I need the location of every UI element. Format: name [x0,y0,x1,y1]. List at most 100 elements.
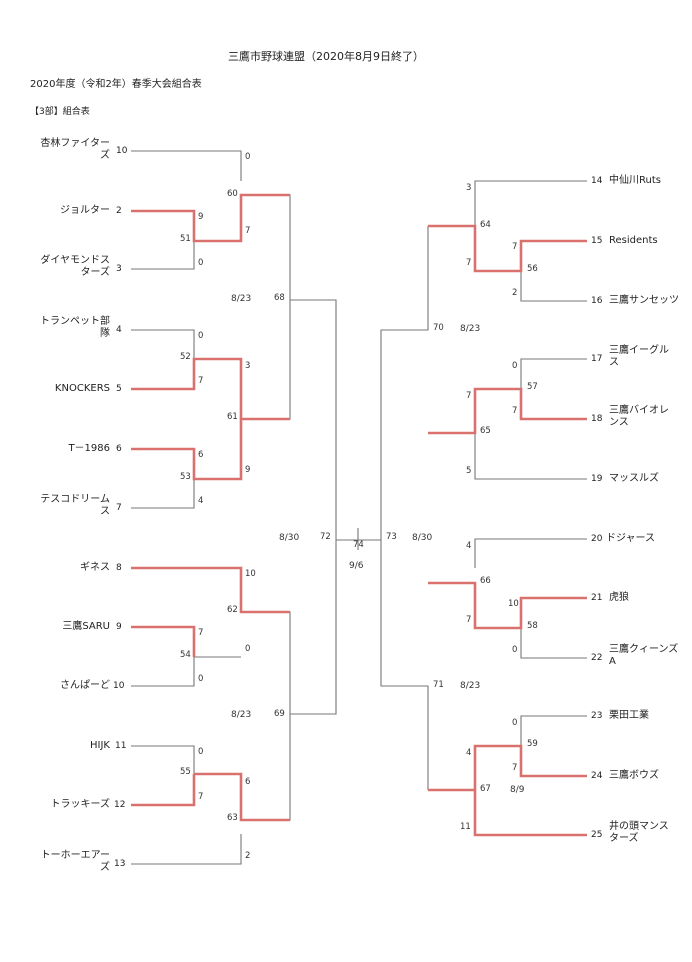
score: 6 [245,777,251,787]
match-date: 8/23 [460,324,481,334]
team-name: トランペット部隊 [40,316,110,339]
score: 7 [512,763,518,773]
tournament-subtitle: 2020年度（令和2年）春季大会組合表 [30,79,202,90]
section-label: 【3部】組合表 [30,107,90,117]
match-number: 51 [180,234,191,244]
score: 0 [198,331,204,341]
team-name: さんぱーど [60,680,110,691]
team-seed: 13 [114,859,126,869]
team-seed: 17 [591,354,603,364]
score: 9 [198,212,204,222]
score: 0 [512,645,518,655]
team-name: ギネス [80,562,110,573]
team-name: 栗田工業 [609,710,649,721]
team-name: 三鷹イーグルス [609,345,669,368]
team-seed: 25 [591,830,603,840]
score: 7 [245,226,251,236]
team-name: マッスルズ [609,473,659,484]
team-name: 三鷹SARU [62,621,110,632]
team-seed: 6 [116,444,122,454]
team-name: 井の頭マンスターズ [609,821,669,844]
team-name: ドジャース [606,533,655,544]
team-name: テスコドリームス [40,494,110,517]
score: 7 [466,615,472,625]
team-seed: 14 [591,176,603,186]
score: 7 [466,391,472,401]
team-seed: 12 [114,800,126,810]
left-winner-lines [131,193,290,822]
match-date: 8/30 [412,533,433,543]
left-gray-lines [131,150,381,865]
match-date: 8/23 [231,710,252,720]
score: 7 [198,376,204,386]
score: 9 [245,465,251,475]
match-number: 57 [527,382,538,392]
team-name: ジョルター [60,205,110,216]
match-number: 52 [180,352,191,362]
team-seed: 20 [591,534,603,544]
match-date: 8/23 [460,681,481,691]
team-seed: 7 [116,503,122,513]
team-seed: 5 [116,384,122,394]
team-seed: 23 [591,711,603,721]
right-winner-lines [428,224,587,837]
match-number: 72 [320,532,331,542]
match-number: 69 [274,709,285,719]
score: 0 [512,718,518,728]
team-seed: 21 [591,593,603,603]
team-seed: 10 [113,681,125,691]
match-number: 71 [433,680,444,690]
score: 4 [466,748,472,758]
match-number: 53 [180,472,191,482]
team-name: 三鷹サンセッツ [609,295,679,306]
match-number: 67 [480,784,491,794]
team-name: T－1986 [68,443,110,454]
team-seed: 16 [591,296,603,306]
score: 7 [512,242,518,252]
match-date: 8/30 [279,533,300,543]
team-seed: 8 [116,563,122,573]
match-number: 63 [227,813,238,823]
match-number: 55 [180,767,191,777]
match-number: 60 [227,189,238,199]
match-number: 74 [353,540,364,550]
team-name: 中仙川Ruts [609,175,661,186]
team-seed: 19 [591,474,603,484]
match-number: 68 [274,293,285,303]
match-number: 58 [527,621,538,631]
score: 7 [512,406,518,416]
match-number: 56 [527,264,538,274]
team-name: HIJK [90,740,110,751]
score: 7 [466,258,472,268]
page-title: 三鷹市野球連盟（2020年8月9日終了） [228,50,424,63]
match-date: 8/9 [510,785,525,795]
team-seed: 3 [116,264,122,274]
match-number: 61 [227,412,238,422]
team-name: 三鷹ボウズ [609,770,659,781]
match-number: 64 [480,220,491,230]
final-date: 9/6 [349,561,364,571]
score: 10 [508,599,519,609]
team-name: ダイヤモンドスターズ [40,255,110,278]
score: 0 [245,644,251,654]
match-number: 59 [527,739,538,749]
team-name: 虎狼 [609,592,629,603]
team-name: トラッキーズ [50,799,111,810]
team-name: Residents [609,235,658,246]
match-number: 62 [227,605,238,615]
score: 4 [198,496,204,506]
score: 7 [198,628,204,638]
score: 5 [466,466,472,476]
team-seed: 18 [591,414,603,424]
team-name: 杏林ファイターズ [40,138,110,161]
match-number: 54 [180,650,191,660]
team-seed: 24 [591,771,603,781]
team-name: KNOCKERS [54,383,110,394]
score: 0 [198,747,204,757]
score: 6 [198,450,204,460]
team-seed: 22 [591,653,603,663]
team-seed: 11 [115,741,127,751]
score: 3 [245,361,251,371]
team-name: トーホーエアーズ [40,850,110,873]
